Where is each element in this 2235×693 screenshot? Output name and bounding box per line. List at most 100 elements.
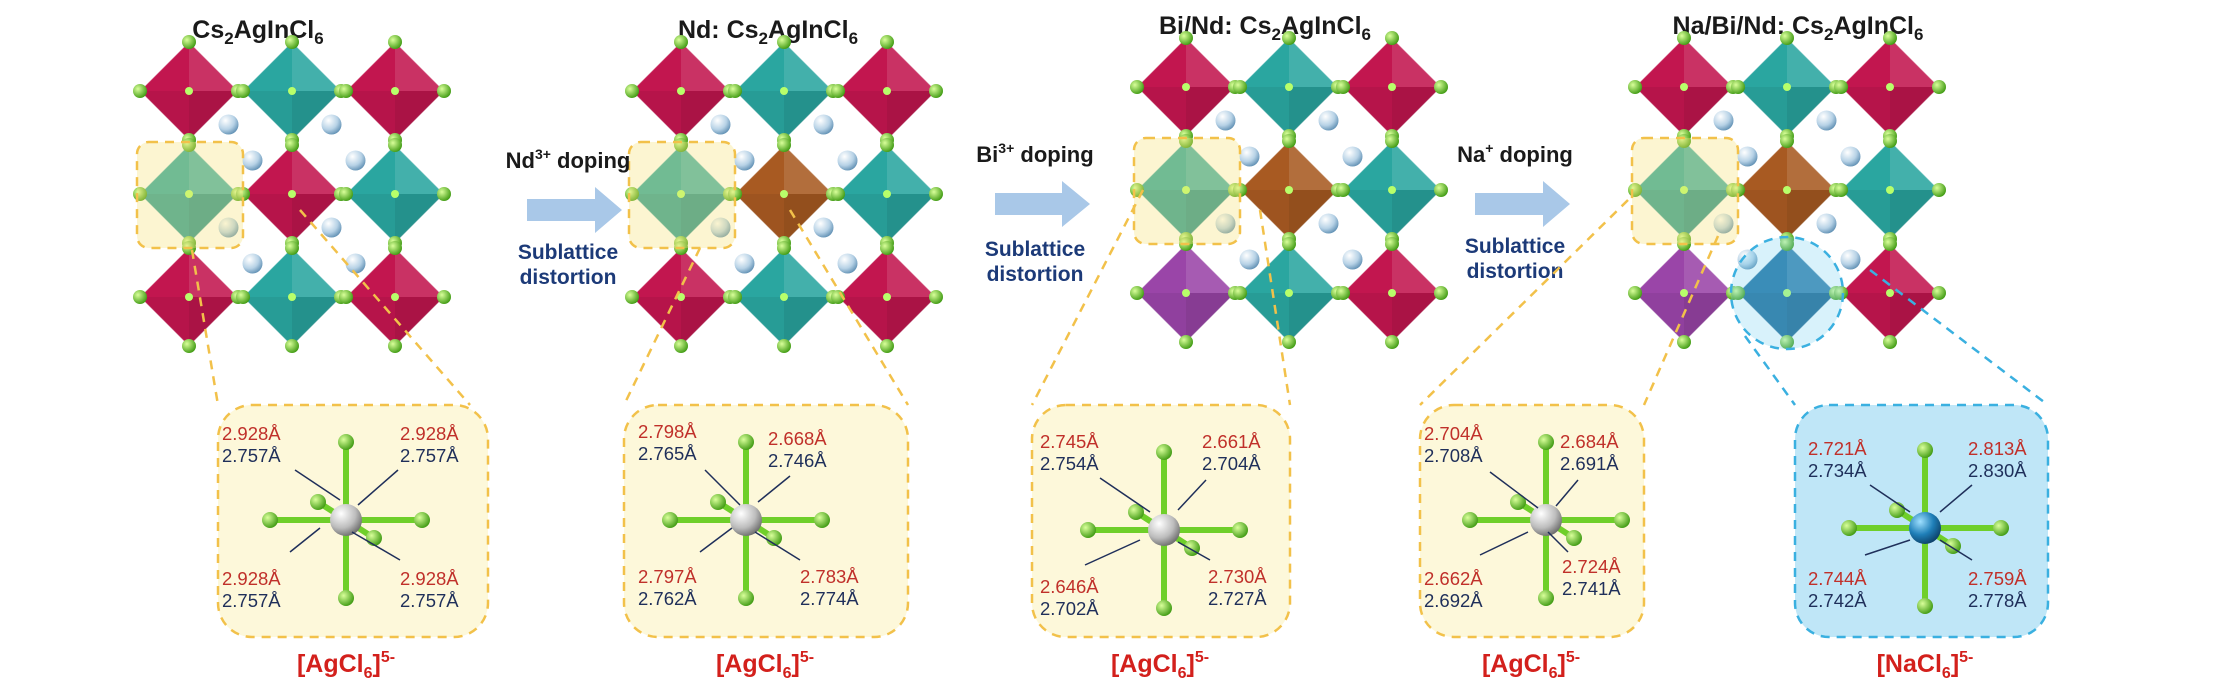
chlorine-atom — [1156, 600, 1172, 616]
arrow-1: Nd3+ doping Sublattice distortion — [506, 146, 631, 289]
bond-length-blue: 2.702Å — [1040, 598, 1099, 619]
leader-line — [289, 527, 321, 553]
octahedron — [1136, 37, 1236, 137]
cesium-atom — [813, 114, 858, 171]
chlorine-atom — [880, 138, 894, 152]
chlorine-atom — [1232, 522, 1248, 538]
chlorine-atom — [1677, 335, 1691, 349]
leader-line — [294, 469, 341, 501]
chlorine-atom — [437, 84, 451, 98]
bond-length-red: 2.704Å — [1424, 423, 1483, 444]
cluster-panel-2 — [622, 403, 910, 639]
svg-text:Sublattice: Sublattice — [1465, 235, 1565, 258]
chlorine-atom — [1932, 286, 1946, 300]
silver-atom — [1530, 504, 1562, 536]
bond-lengths-panel-3: 2.745Å2.754Å2.661Å2.704Å2.646Å2.702Å2.73… — [1040, 431, 1267, 619]
cesium-atom — [1215, 213, 1260, 270]
chlorine-atom — [1282, 335, 1296, 349]
octahedron — [139, 144, 239, 244]
cluster-label-2: [AgCl6]5- — [716, 649, 814, 682]
chlorine-atom — [339, 187, 353, 201]
cluster-label-1: [AgCl6]5- — [297, 649, 395, 682]
octahedron — [242, 41, 342, 141]
octahedron — [1737, 140, 1837, 240]
chlorine-atom — [1336, 80, 1350, 94]
chlorine-atom — [777, 35, 791, 49]
leader-line — [1177, 479, 1207, 511]
chlorine-atom — [1677, 31, 1691, 45]
chlorine-atom — [1614, 512, 1630, 528]
octahedron — [345, 247, 445, 347]
leader-line — [699, 527, 733, 553]
leader-line — [754, 531, 801, 561]
chlorine-atom — [1538, 434, 1554, 450]
cesium-atom — [1318, 213, 1363, 270]
chlorine-atom — [831, 84, 845, 98]
cesium-atom — [1713, 110, 1758, 167]
chlorine-atom — [1780, 237, 1794, 251]
highlight-box — [627, 140, 737, 250]
chlorine-atom — [831, 187, 845, 201]
octahedron — [734, 41, 834, 141]
cesium-atom — [710, 217, 755, 274]
cluster-panel-5 — [1793, 403, 2050, 639]
leader-line — [1547, 531, 1569, 553]
chlorine-atom — [338, 590, 354, 606]
chlorine-atom — [1336, 183, 1350, 197]
leader-line — [1939, 484, 1973, 513]
octahedron — [139, 247, 239, 347]
bond-length-red: 2.744Å — [1808, 568, 1867, 589]
octahedron — [1136, 140, 1236, 240]
svg-text:Bi3+ doping: Bi3+ doping — [976, 140, 1093, 167]
cesium-atom — [218, 114, 263, 171]
chlorine-atom — [1834, 286, 1848, 300]
chlorine-atom — [1179, 335, 1193, 349]
bond-length-red: 2.928Å — [222, 423, 281, 444]
chlorine-atom — [1566, 530, 1582, 546]
chlorine-atom — [1628, 286, 1642, 300]
chlorine-atom — [1462, 512, 1478, 528]
octahedron — [1239, 37, 1339, 137]
chlorine-atom — [880, 241, 894, 255]
chlorine-atom — [710, 494, 726, 510]
bond-length-red: 2.813Å — [1968, 438, 2027, 459]
chlorine-atom — [388, 339, 402, 353]
chlorine-atom — [625, 290, 639, 304]
svg-text:distortion: distortion — [1467, 260, 1564, 283]
chlorine-atom — [1080, 522, 1096, 538]
chlorine-atom — [285, 339, 299, 353]
bond-length-red: 2.661Å — [1202, 431, 1261, 452]
chlorine-atom — [1179, 31, 1193, 45]
octahedron — [1136, 243, 1236, 343]
silver-atom — [330, 504, 362, 536]
chlorine-atom — [929, 187, 943, 201]
octahedron — [631, 144, 731, 244]
chlorine-atom — [728, 187, 742, 201]
chlorine-atom — [414, 512, 430, 528]
octahedron — [1239, 140, 1339, 240]
chlorine-atom — [310, 494, 326, 510]
chlorine-atom — [285, 241, 299, 255]
chlorine-atom — [1731, 183, 1745, 197]
bond-length-blue: 2.754Å — [1040, 453, 1099, 474]
cesium-atom — [710, 114, 755, 171]
octahedron — [1634, 140, 1734, 240]
chlorine-atom — [366, 530, 382, 546]
chlorine-atom — [625, 84, 639, 98]
svg-text:Sublattice: Sublattice — [985, 238, 1085, 261]
chlorine-atom — [728, 84, 742, 98]
leader-line — [1869, 484, 1911, 513]
octahedron — [1840, 243, 1940, 343]
svg-text:[AgCl6]5-: [AgCl6]5- — [297, 649, 395, 682]
octahedron — [1840, 37, 1940, 137]
chlorine-atom — [777, 138, 791, 152]
octahedron — [1239, 243, 1339, 343]
octahedron — [1737, 37, 1837, 137]
chlorine-atom — [262, 512, 278, 528]
